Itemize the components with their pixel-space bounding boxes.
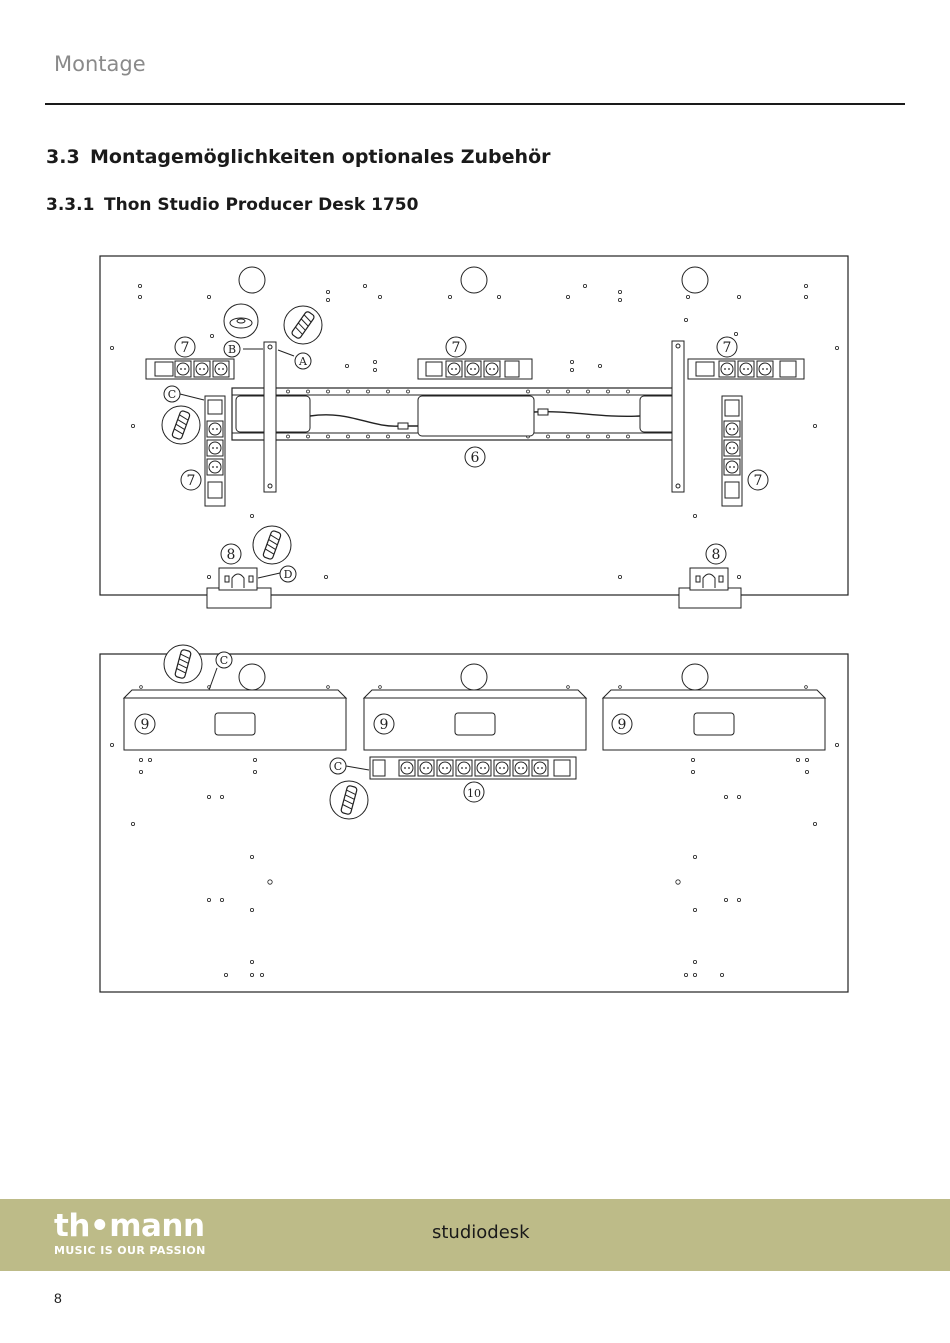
logo-wordmark: th•mann [54, 1208, 205, 1244]
speaker-bracket-left [206, 567, 272, 609]
section-heading: 3.3 Montagemöglichkeiten optionales Zubeh… [46, 146, 551, 168]
rack-tray-left [122, 689, 348, 751]
power-strip-vertical-left [204, 395, 226, 507]
callout-power-strip: 7 [452, 340, 461, 356]
power-strip-long [369, 756, 577, 780]
header-rule [45, 103, 905, 105]
grommet-hole [681, 266, 709, 294]
section-header: Montage [54, 52, 146, 76]
power-strip-center [417, 358, 533, 380]
leg-bracket-right [671, 340, 685, 493]
callout-rack: 9 [618, 717, 627, 733]
leg-bracket-left [263, 341, 277, 493]
letter-c: C [220, 654, 228, 667]
page-number: 8 [54, 1290, 62, 1306]
grommet-hole [238, 266, 266, 294]
grommet-hole [681, 663, 709, 691]
callout-psu-rail: 6 [471, 450, 480, 466]
subsection-heading: 3.3.1 Thon Studio Producer Desk 1750 [46, 195, 418, 215]
speaker-bracket-right [678, 567, 742, 609]
figure-top: 7 7 7 7 7 6 8 8 B A C D [99, 255, 849, 609]
pilot-holes [110, 743, 840, 978]
footer-band [0, 1199, 950, 1271]
logo-tagline: MUSIC IS OUR PASSION [54, 1244, 206, 1257]
subsection-heading-number: 3.3.1 [46, 195, 95, 215]
callout-power-strip: 7 [754, 473, 763, 489]
rack-tray-center [362, 689, 588, 751]
letter-c: C [168, 388, 176, 401]
callout-speaker-stand: 8 [227, 547, 236, 563]
grommet-hole [238, 663, 266, 691]
letter-c: C [334, 760, 342, 773]
grommet-hole [460, 663, 488, 691]
rack-tray-right [601, 689, 827, 751]
section-heading-number: 3.3 [46, 146, 80, 168]
callout-rack: 9 [380, 717, 389, 733]
letter-d: D [284, 568, 293, 581]
callout-rack: 9 [141, 717, 150, 733]
callout-power-strip: 7 [181, 340, 190, 356]
section-heading-title: Montagemöglichkeiten optionales Zubehör [90, 146, 551, 168]
product-name: studiodesk [432, 1222, 530, 1243]
callout-speaker-stand: 8 [712, 547, 721, 563]
power-strip-right [687, 358, 805, 380]
callout-power-strip-long: 10 [467, 787, 481, 800]
grommet-hole [460, 266, 488, 294]
control-box [417, 395, 535, 437]
subsection-heading-title: Thon Studio Producer Desk 1750 [104, 195, 419, 215]
power-strip-vertical-right [721, 395, 743, 507]
letter-a: A [298, 355, 308, 368]
callout-power-strip: 7 [723, 340, 732, 356]
power-strip-left [145, 358, 235, 380]
figure-bottom: 9 9 9 10 C C [99, 644, 849, 993]
callout-power-strip: 7 [187, 473, 196, 489]
letter-b: B [228, 343, 236, 356]
thomann-logo: th•mann MUSIC IS OUR PASSION [54, 1208, 206, 1257]
